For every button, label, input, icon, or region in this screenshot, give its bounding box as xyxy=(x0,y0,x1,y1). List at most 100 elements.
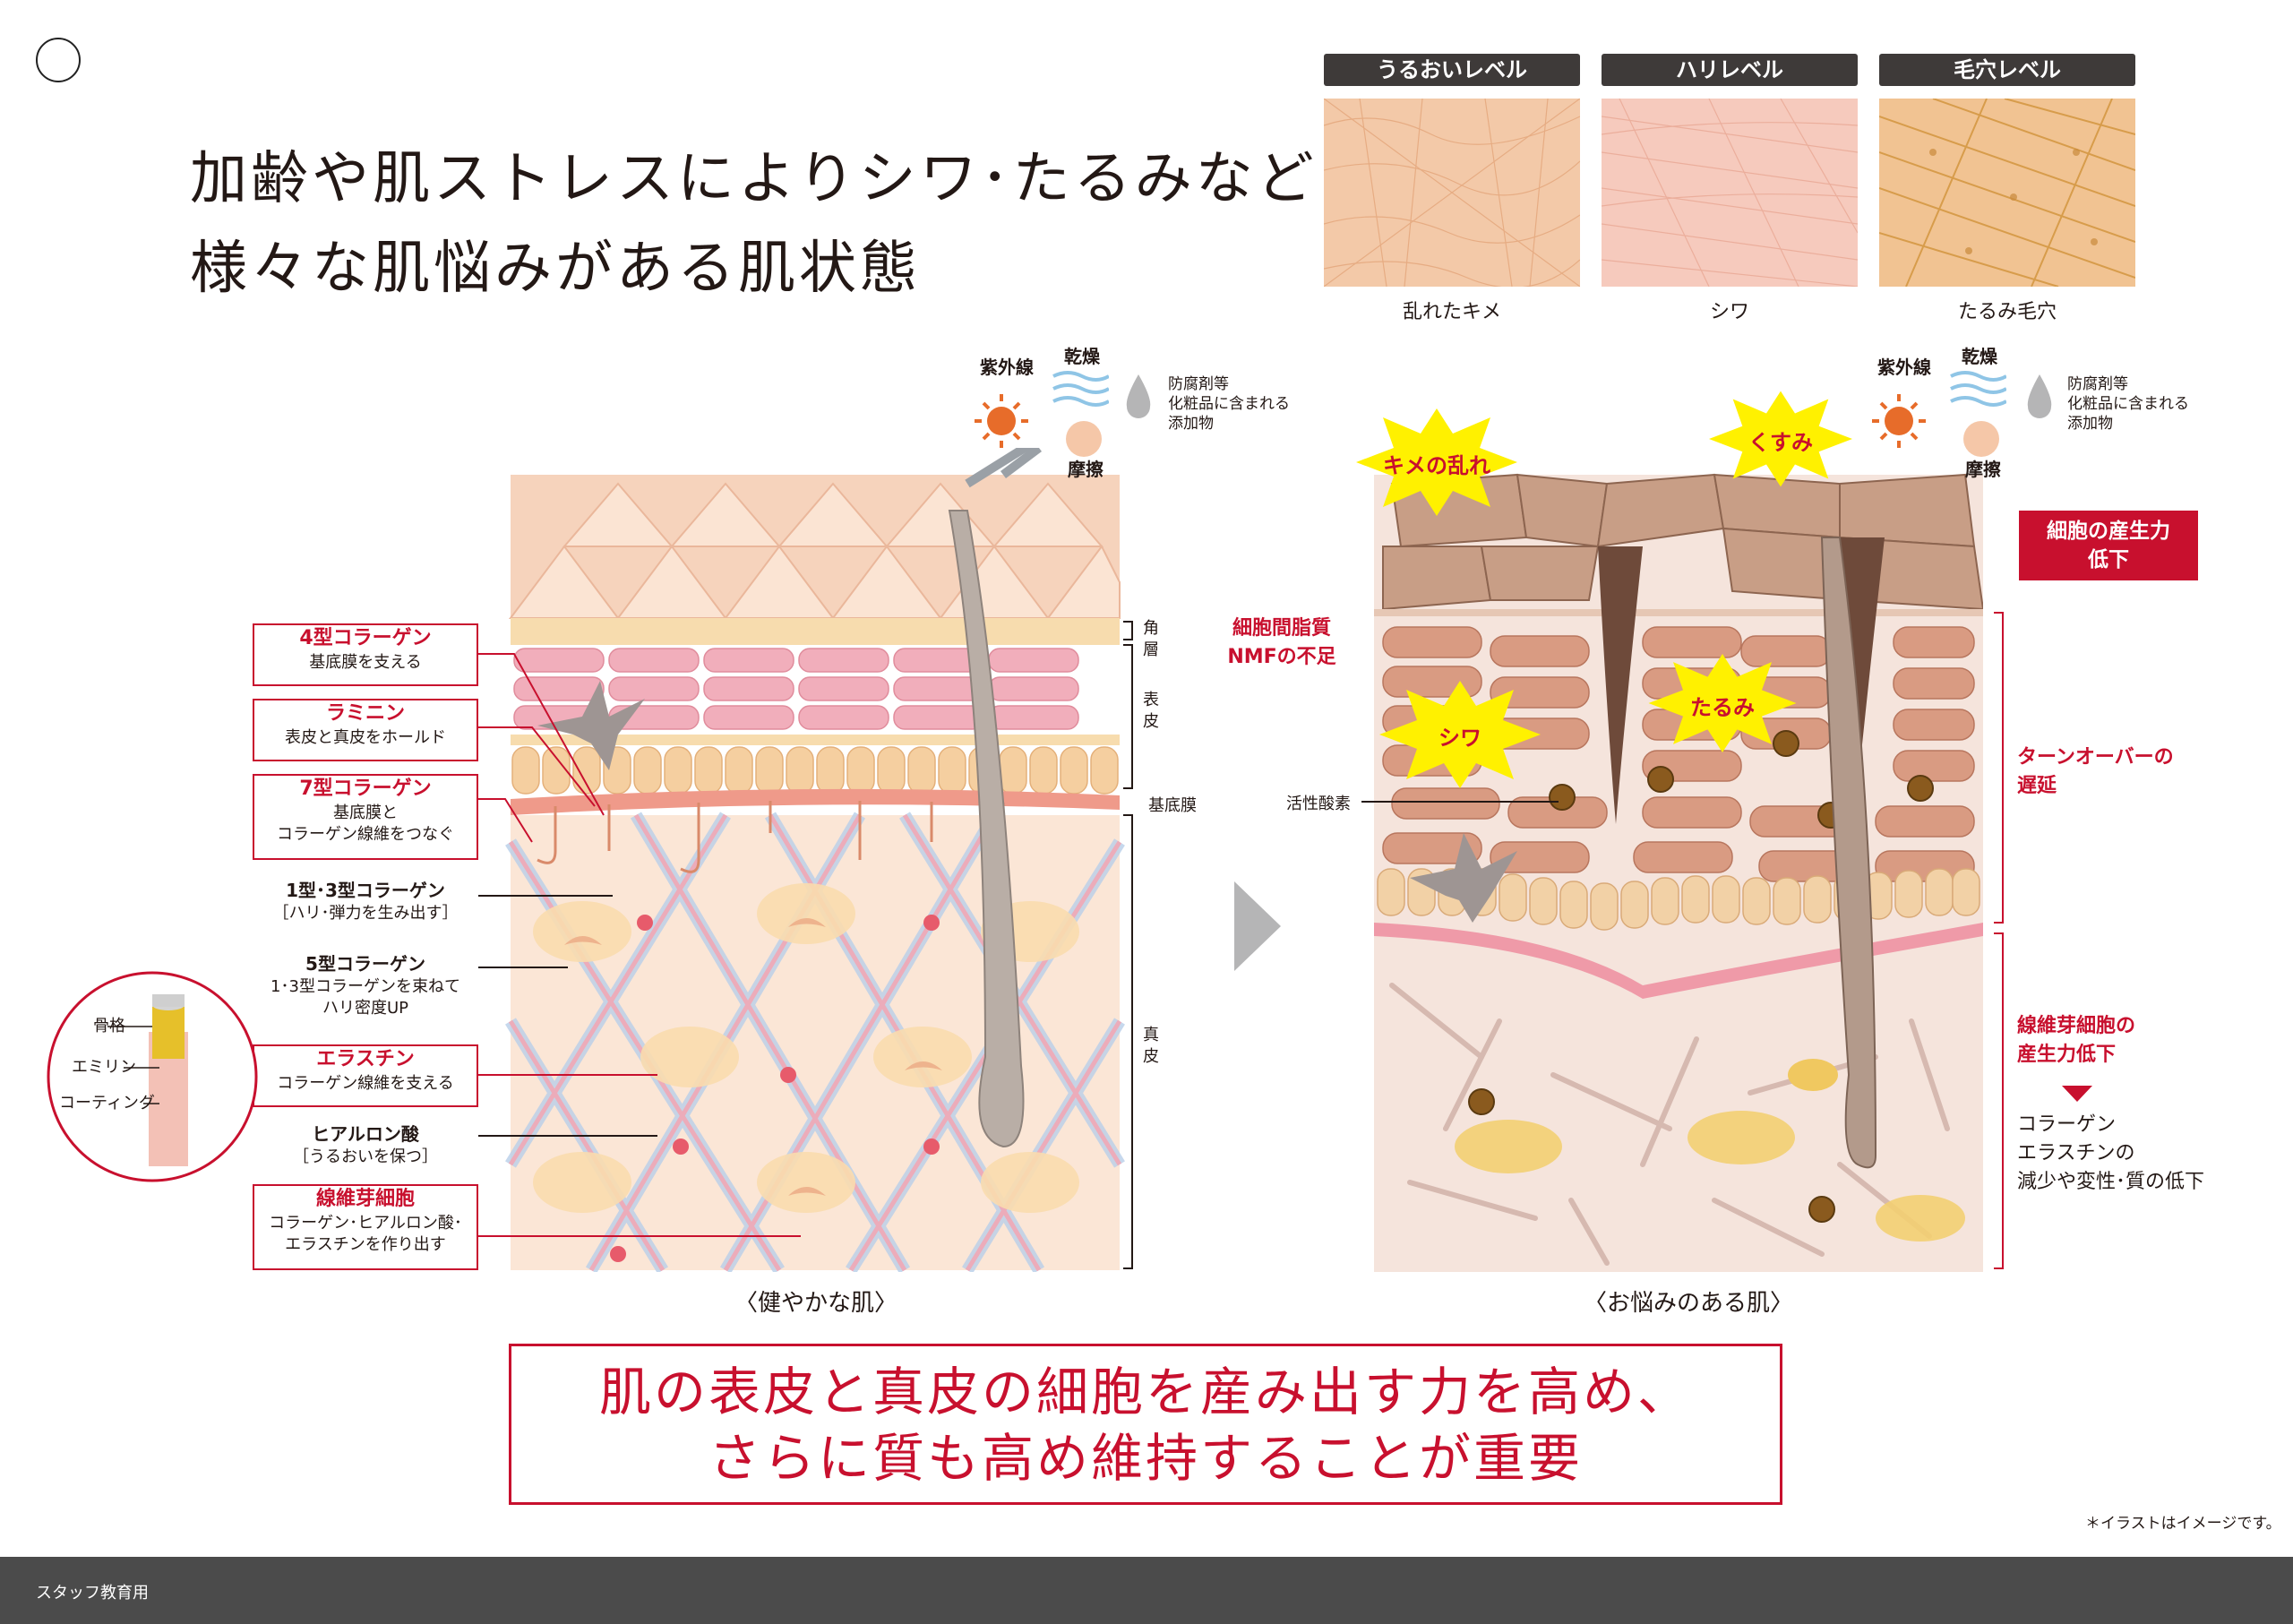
stress-additive-right-1: 防腐剤等 xyxy=(2067,375,2128,393)
title-line-1: 加齢や肌ストレスによりシワ･たるみなど xyxy=(190,146,1318,212)
level-image-pores xyxy=(1879,99,2135,287)
label-collagen-7-sub-1: 基底膜と xyxy=(333,803,398,822)
level-caption-pores: たるみ毛穴 xyxy=(1957,301,2057,323)
label-collagen-7-sub-2: コラーゲン線維をつなぐ xyxy=(277,825,454,844)
stress-additive-left-3: 添加物 xyxy=(1168,415,1214,433)
label-result-2: エラスチンの xyxy=(2017,1142,2135,1164)
label-lipid-1: 細胞間脂質 xyxy=(1232,617,1331,640)
label-fibroblast-title: 線維芽細胞 xyxy=(315,1188,415,1210)
label-turnover-2: 遅延 xyxy=(2017,775,2057,797)
label-elastin-title: エラスチン xyxy=(316,1048,415,1070)
label-fibroblast: 線維芽細胞 コラーゲン･ヒアルロン酸･ エラスチンを作り出す xyxy=(253,1184,478,1270)
label-ros: 活性酸素 xyxy=(1286,795,1351,813)
label-fibroblast-sub-1: コラーゲン･ヒアルロン酸･ xyxy=(269,1214,462,1233)
label-production-drop: 細胞の産生力 低下 xyxy=(2019,511,2198,580)
label-result-1: コラーゲン xyxy=(2017,1113,2117,1136)
label-collagen-7: 7型コラーゲン 基底膜と コラーゲン線維をつなぐ xyxy=(253,774,478,860)
conclusion-line-1: 肌の表皮と真皮の細胞を産み出す力を高め、 xyxy=(598,1362,1692,1422)
stress-additive-right: 防腐剤等 化粧品に含まれる 添加物 xyxy=(2067,374,2189,434)
layer-label-stratum: 角層 xyxy=(1143,619,1159,659)
label-production-2: 低下 xyxy=(2088,548,2129,571)
burst-tarumi: たるみ xyxy=(1690,695,1755,720)
level-header-firmness: ハリレベル xyxy=(1602,54,1858,86)
label-hyaluronic: ヒアルロン酸 ［うるおいを保つ］ xyxy=(253,1121,478,1168)
drop-icon-right xyxy=(2027,374,2052,418)
ros-leader-line xyxy=(1361,801,1559,803)
label-turnover-1: ターンオーバーの xyxy=(2017,746,2174,769)
label-lipid: 細胞間脂質 NMFの不足 xyxy=(1215,614,1349,672)
label-collagen-4-sub: 基底膜を支える xyxy=(309,653,422,672)
level-caption-moisture: 乱れたキメ xyxy=(1402,301,1501,323)
level-image-moisture xyxy=(1324,99,1580,287)
conclusion-box: 肌の表皮と真皮の細胞を産み出す力を高め、 さらに質も高め維持することが重要 xyxy=(509,1344,1782,1505)
stress-additive-left-2: 化粧品に含まれる xyxy=(1168,395,1290,413)
layer-label-basement: 基底膜 xyxy=(1148,796,1197,815)
stress-friction-left: 摩擦 xyxy=(1068,459,1104,480)
stress-uv-left: 紫外線 xyxy=(980,357,1034,378)
level-header-pores: 毛穴レベル xyxy=(1879,54,2135,86)
label-laminin: ラミニン 表皮と真皮をホールド xyxy=(253,699,478,761)
footer-text: スタッフ教育用 xyxy=(36,1584,149,1603)
stress-additive-right-3: 添加物 xyxy=(2067,415,2113,433)
stress-friction-right: 摩擦 xyxy=(1965,459,2001,480)
label-hyaluronic-title: ヒアルロン酸 xyxy=(312,1123,419,1145)
stress-dry-right: 乾燥 xyxy=(1962,346,1997,367)
label-collagen-5-title: 5型コラーゲン xyxy=(305,953,425,975)
label-collagen-1-3-sub: ［ハリ･弾力を生み出す］ xyxy=(272,904,459,923)
label-laminin-sub: 表皮と真皮をホールド xyxy=(285,728,446,747)
label-result: コラーゲン エラスチンの 減少や変性･質の低下 xyxy=(2017,1111,2204,1197)
caption-healthy: 〈健やかな肌〉 xyxy=(734,1290,898,1317)
drop-icon-left xyxy=(1126,374,1151,418)
conclusion-line-2: さらに質も高め維持することが重要 xyxy=(708,1428,1583,1489)
layer-label-dermis: 真皮 xyxy=(1143,1026,1159,1066)
label-collagen-5-sub-2: ハリ密度UP xyxy=(322,999,409,1018)
label-lipid-2: NMFの不足 xyxy=(1227,646,1336,668)
label-fibroblast-drop-2: 産生力低下 xyxy=(2017,1044,2117,1066)
title-line-2: 様々な肌悩みがある肌状態 xyxy=(190,236,921,302)
label-collagen-5-sub-1: 1･3型コラーゲンを束ねて xyxy=(271,977,460,996)
burst-kusumi-shape xyxy=(1709,391,1852,487)
label-collagen-5: 5型コラーゲン 1･3型コラーゲンを束ねて ハリ密度UP xyxy=(253,951,478,1019)
fiber-label-emilin: エミリン xyxy=(72,1058,136,1077)
label-result-3: 減少や変性･質の低下 xyxy=(2017,1171,2205,1193)
label-hyaluronic-sub: ［うるおいを保つ］ xyxy=(293,1147,438,1166)
stress-additive-right-2: 化粧品に含まれる xyxy=(2067,395,2189,413)
label-collagen-4-title: 4型コラーゲン xyxy=(299,627,432,649)
fiber-label-bone: 骨格 xyxy=(93,1017,125,1035)
label-collagen-7-title: 7型コラーゲン xyxy=(299,778,432,800)
label-collagen-1-3-title: 1型･3型コラーゲン xyxy=(286,880,445,901)
label-fibroblast-drop-1: 線維芽細胞の xyxy=(2017,1015,2136,1037)
label-fibroblast-sub-2: エラスチンを作り出す xyxy=(285,1235,446,1254)
burst-kime-shape xyxy=(1356,408,1517,516)
stress-dry-left: 乾燥 xyxy=(1064,346,1100,367)
label-elastin: エラスチン コラーゲン線維を支える xyxy=(253,1044,478,1107)
label-collagen-4: 4型コラーゲン 基底膜を支える xyxy=(253,623,478,686)
stress-additive-left: 防腐剤等 化粧品に含まれる 添加物 xyxy=(1168,374,1290,434)
layer-label-epidermis: 表皮 xyxy=(1143,691,1159,731)
label-fibroblast-drop: 線維芽細胞の 産生力低下 xyxy=(2017,1012,2135,1070)
burst-shiwa-shape xyxy=(1379,681,1541,788)
label-elastin-sub: コラーゲン線維を支える xyxy=(277,1074,454,1093)
uv-dryness-friction-icon-left xyxy=(975,371,1109,457)
troubled-skin-illustration xyxy=(1374,473,1983,1272)
level-caption-firmness: シワ xyxy=(1709,301,1749,323)
stress-additive-left-1: 防腐剤等 xyxy=(1168,375,1229,393)
right-brackets xyxy=(1994,612,2004,1269)
illustration-note: ＊イラストはイメージです。 xyxy=(2085,1515,2281,1533)
label-laminin-title: ラミニン xyxy=(325,702,405,725)
burst-shiwa: シワ xyxy=(1438,726,1481,751)
label-turnover: ターンオーバーの 遅延 xyxy=(2017,743,2174,801)
uv-dryness-friction-icon-right xyxy=(1872,371,2006,457)
triangle-down-icon xyxy=(2062,1086,2092,1102)
page-title: 加齢や肌ストレスによりシワ･たるみなど 様々な肌悩みがある肌状態 xyxy=(190,134,1318,314)
label-production-1: 細胞の産生力 xyxy=(2047,520,2170,543)
fiber-inset xyxy=(47,971,258,1182)
fiber-label-coating: コーティング xyxy=(59,1094,155,1113)
burst-kusumi: くすみ xyxy=(1748,430,1813,455)
healthy-skin-illustration xyxy=(505,448,1125,1272)
circle-mark xyxy=(36,38,81,82)
footer-bar: スタッフ教育用 xyxy=(0,1557,2293,1624)
arrow-right-icon xyxy=(1234,881,1281,971)
burst-tarumi-shape xyxy=(1648,654,1797,752)
